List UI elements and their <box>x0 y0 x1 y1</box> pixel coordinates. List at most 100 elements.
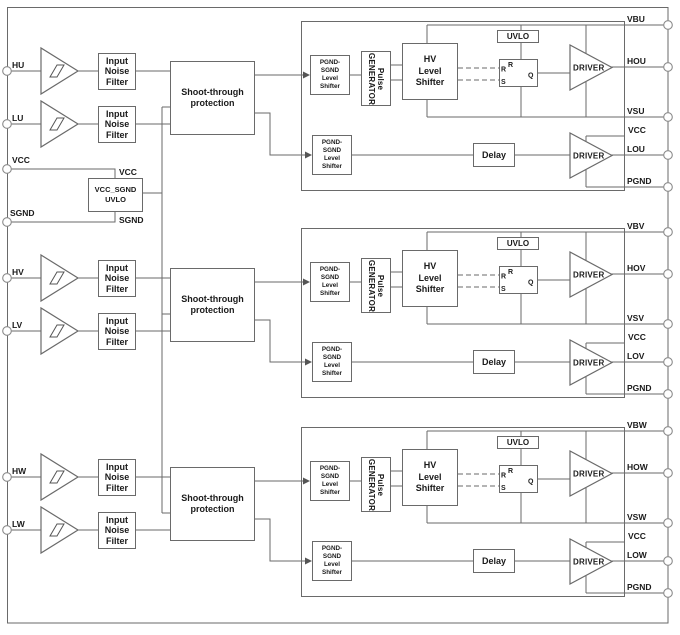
pin-label-lo: LOU <box>627 144 645 154</box>
pgnd-sgnd-level-shifter-block: PGND-SGND Level Shifter <box>312 342 352 382</box>
channel-wires <box>7 24 668 188</box>
driver-label: DRIVER <box>573 359 604 368</box>
pin-label-pgnd: PGND <box>627 582 652 592</box>
pin-circle-lin <box>2 119 12 129</box>
uvlo-block: UVLO <box>497 30 539 43</box>
pin-label-hin: HU <box>12 60 24 70</box>
pgnd-sgnd-level-shifter-block: PGND-SGND Level Shifter <box>310 461 350 501</box>
rs-latch <box>498 58 539 88</box>
pgnd-sgnd-level-shifter-block: PGND-SGND Level Shifter <box>312 135 352 175</box>
pin-circle-pgnd <box>663 588 673 598</box>
driver-label: DRIVER <box>573 558 604 567</box>
hv-level-shifter-block: HV Level Shifter <box>402 43 458 100</box>
hv-level-shifter-block: HV Level Shifter <box>402 250 458 307</box>
driver-triangle <box>569 250 614 299</box>
latch-r-label: R <box>501 67 506 74</box>
latch-reset-label: R <box>508 62 513 69</box>
delay-block: Delay <box>473 549 515 573</box>
pin-circle-pgnd <box>663 389 673 399</box>
pin-label-pgnd: PGND <box>627 176 652 186</box>
vcc-sgnd-uvlo-block: VCC_SGND UVLO <box>88 178 143 212</box>
pulse-generator-label: Pulse <box>376 67 385 90</box>
delay-block: Delay <box>473 143 515 167</box>
pin-circle-hin <box>2 472 12 482</box>
supply-wires <box>7 106 170 514</box>
pin-circle-lo <box>663 556 673 566</box>
channel-wires <box>7 430 668 594</box>
pulse-generator-label: GENERATOR <box>367 52 376 105</box>
channel-v: HV LV VBV HOV VSV VCC LOV PGND R S Q R D… <box>2 221 673 399</box>
shoot-through-protection-block: Shoot-through protection <box>170 61 255 135</box>
driver-triangle <box>569 131 614 180</box>
channel-u: HU LU VBU HOU VSU VCC LOU PGND R S Q R D… <box>2 14 673 192</box>
pin-label-vs: VSV <box>627 313 644 323</box>
input-noise-filter-block: Input Noise Filter <box>98 260 136 297</box>
pgnd-sgnd-level-shifter-block: PGND-SGND Level Shifter <box>310 55 350 95</box>
pin-label-vb: VBU <box>627 14 645 24</box>
input-noise-filter-block: Input Noise Filter <box>98 106 136 143</box>
arrow-icon <box>305 358 312 366</box>
arrow-icon <box>303 278 310 286</box>
latch-s-label: S <box>501 485 506 492</box>
schmitt-buffer <box>40 99 80 149</box>
pin-circle-hin <box>2 66 12 76</box>
pgnd-sgnd-level-shifter-block: PGND-SGND Level Shifter <box>310 262 350 302</box>
driver-label: DRIVER <box>573 271 604 280</box>
channel-box <box>300 426 626 598</box>
latch-s-label: S <box>501 79 506 86</box>
shoot-through-protection-block: Shoot-through protection <box>170 268 255 342</box>
schmitt-buffer <box>40 505 80 555</box>
channel-box <box>300 227 626 399</box>
pin-label-lin: LV <box>12 320 23 330</box>
hysteresis-icon <box>49 271 65 285</box>
schmitt-buffer <box>40 452 80 502</box>
hysteresis-icon <box>49 117 65 131</box>
arrow-icon <box>303 71 310 79</box>
rs-latch <box>498 464 539 494</box>
driver-triangle <box>569 537 614 586</box>
uvlo-sgnd-tap-label: SGND <box>119 215 144 225</box>
input-noise-filter-block: Input Noise Filter <box>98 459 136 496</box>
pin-label-lin: LW <box>12 519 26 529</box>
arrow-icon <box>305 151 312 159</box>
latch-s-label: S <box>501 286 506 293</box>
delay-block: Delay <box>473 350 515 374</box>
hv-level-shifter-block: HV Level Shifter <box>402 449 458 506</box>
pin-label-vs: VSU <box>627 106 644 116</box>
channel-box <box>300 20 626 192</box>
input-noise-filter-block: Input Noise Filter <box>98 512 136 549</box>
schmitt-buffer <box>40 306 80 356</box>
pin-circle-ho <box>663 62 673 72</box>
pin-label-vcc: VCC <box>628 531 646 541</box>
pin-label-lin: LU <box>12 113 23 123</box>
uvlo-vcc-tap-label: VCC <box>119 167 137 177</box>
driver-triangle <box>569 338 614 387</box>
latch-q-label: Q <box>528 280 534 287</box>
latch-r-label: R <box>501 274 506 281</box>
pin-circle-ho <box>663 269 673 279</box>
pin-circle-lin <box>2 525 12 535</box>
hysteresis-icon <box>49 324 65 338</box>
pulse-generator-label: Pulse <box>376 274 385 297</box>
pin-circle-vb <box>663 20 673 30</box>
latch-reset-label: R <box>508 269 513 276</box>
pin-label-vb: VBV <box>627 221 645 231</box>
shoot-through-protection-block: Shoot-through protection <box>170 467 255 541</box>
pin-circle-pgnd <box>663 182 673 192</box>
channel-wires <box>7 231 668 395</box>
pin-circle-hin <box>2 273 12 283</box>
channel-w: HW LW VBW HOW VSW VCC LOW PGND R S Q R D… <box>2 420 673 598</box>
pulse-generator-label: GENERATOR <box>367 259 376 312</box>
input-noise-filter-block: Input Noise Filter <box>98 53 136 90</box>
input-noise-filter-block: Input Noise Filter <box>98 313 136 350</box>
pin-label-hin: HW <box>12 466 27 476</box>
chip-border <box>6 6 669 624</box>
pin-label-vs: VSW <box>627 512 647 522</box>
driver-label: DRIVER <box>573 470 604 479</box>
rs-pulse-wires <box>458 274 499 288</box>
